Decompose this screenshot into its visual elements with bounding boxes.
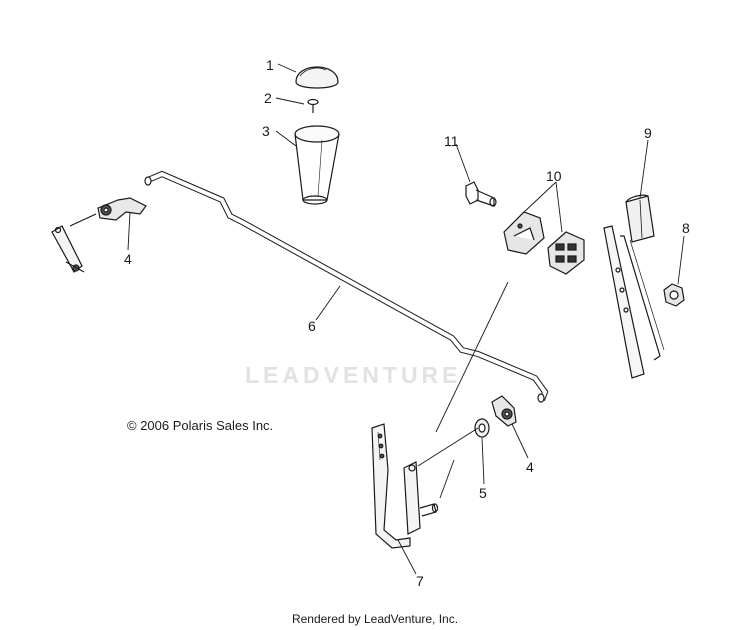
part-7-shift-lever[interactable] [371, 423, 439, 549]
rendered-by-footer: Rendered by LeadVenture, Inc. [291, 612, 459, 626]
leadventure-watermark: LEADVENTURE [245, 362, 462, 389]
callout-11: 11 [444, 133, 459, 149]
part-5-washer[interactable] [474, 418, 490, 438]
part-8-nut[interactable] [663, 283, 685, 307]
leader-lines [127, 63, 685, 575]
left-lever-arm[interactable] [51, 225, 85, 273]
callout-10: 10 [546, 168, 562, 184]
callout-1: 1 [266, 57, 274, 73]
callout-8: 8 [682, 220, 690, 236]
callout-5: 5 [479, 485, 487, 501]
callouts: 1 2 3 4 6 11 10 9 8 4 5 7 [124, 57, 690, 589]
copyright-text: © 2006 Polaris Sales Inc. [127, 418, 274, 433]
part-1-knob-cap[interactable] [295, 66, 339, 89]
part-4-linkage-clip-left[interactable] [69, 197, 147, 227]
callout-2: 2 [264, 90, 272, 106]
part-9-boot[interactable] [625, 194, 655, 243]
part-10-bushing-b[interactable] [547, 231, 585, 275]
part-3-shift-knob[interactable] [294, 125, 340, 205]
callout-4-left: 4 [124, 251, 132, 267]
part-6-shift-rod[interactable] [144, 170, 549, 403]
part-10-bushing-a[interactable] [503, 211, 545, 255]
mounting-bracket[interactable] [603, 225, 665, 379]
callout-7: 7 [416, 573, 424, 589]
part-4-linkage-clip-right[interactable] [491, 395, 517, 427]
callout-3: 3 [262, 123, 270, 139]
watermark-text: LEADVENTURE [245, 362, 462, 388]
part-2-screw[interactable] [307, 98, 319, 114]
part-11-bolt[interactable] [465, 181, 497, 207]
callout-6: 6 [308, 318, 316, 334]
callout-9: 9 [644, 125, 652, 141]
callout-4-right: 4 [526, 459, 534, 475]
